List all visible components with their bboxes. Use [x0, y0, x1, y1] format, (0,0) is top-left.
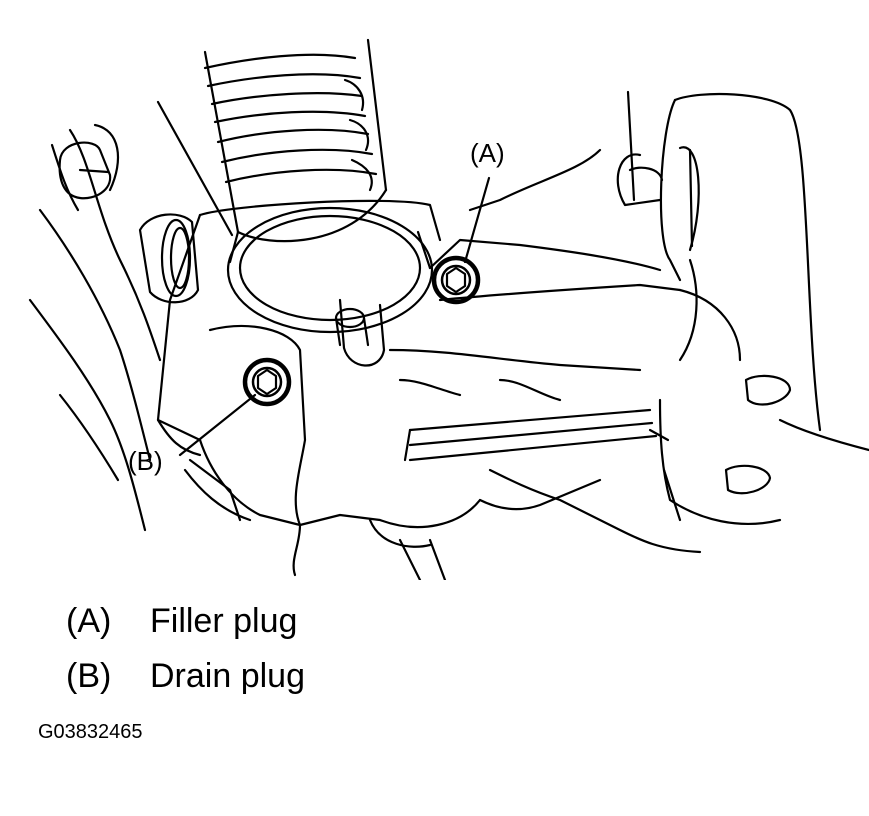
legend-item-filler-plug: (A) Filler plug: [66, 604, 297, 638]
drain-plug: [245, 360, 289, 404]
filler-plug: [434, 258, 478, 302]
legend-label: Filler plug: [150, 602, 298, 640]
differential-housing: [158, 201, 700, 580]
legend-label: Drain plug: [150, 657, 305, 695]
legend-item-drain-plug: (B) Drain plug: [66, 659, 305, 693]
legend-key: (B): [66, 657, 112, 695]
right-crossmember: [470, 92, 869, 524]
left-frame-lines: [30, 102, 232, 530]
rear-differential-illustration: [0, 0, 869, 580]
leader-line-b: [180, 395, 255, 455]
callout-label-b: (B): [128, 446, 163, 476]
leader-line-a: [465, 178, 489, 262]
propeller-shaft-boot: [205, 40, 386, 241]
callout-label-a: (A): [470, 138, 505, 168]
figure-code: G03832465: [38, 721, 143, 743]
left-mount-bracket: [60, 143, 198, 303]
legend-key: (A): [66, 602, 112, 640]
